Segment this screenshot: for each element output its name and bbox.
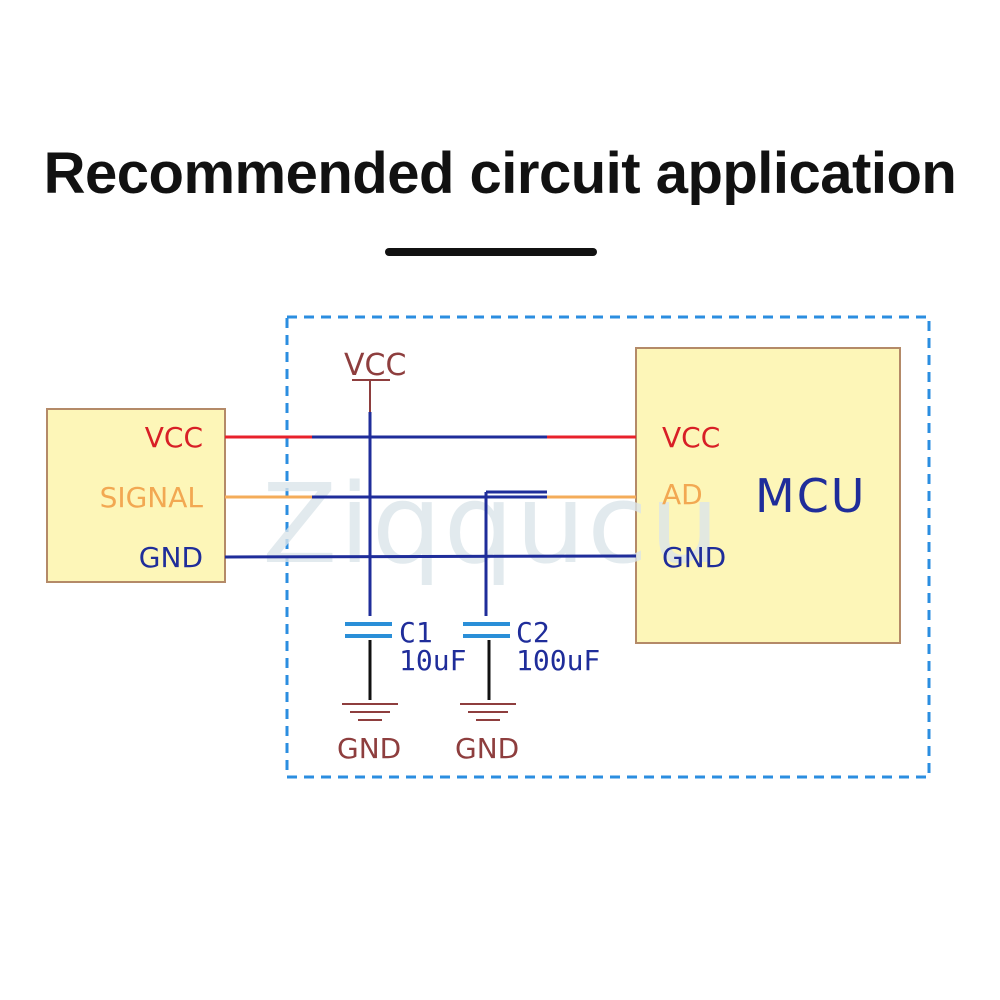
- mcu-pin-vcc: VCC: [662, 421, 720, 454]
- ground-symbol-1: [342, 703, 398, 721]
- vcc-symbol-label: VCC: [344, 348, 406, 383]
- watermark-text: Ziqqucu: [262, 460, 721, 588]
- sensor-module: [46, 408, 226, 583]
- c2-value-label: 100uF: [516, 644, 600, 677]
- gnd-wire: [224, 554, 637, 559]
- ground-label-1: GND: [337, 732, 401, 765]
- c1-ref-label: C1: [399, 616, 433, 649]
- c2-ref-label: C2: [516, 616, 550, 649]
- sensor-pin-vcc: VCC: [145, 421, 203, 454]
- dashed-frame: [285, 315, 931, 779]
- mcu-pin-gnd: GND: [662, 541, 726, 574]
- mcu-pin-ad: AD: [662, 478, 703, 511]
- sensor-pin-gnd: GND: [139, 541, 203, 574]
- mcu-name-label: MCU: [755, 469, 866, 523]
- sensor-pin-signal: SIGNAL: [100, 481, 204, 514]
- c1-value-label: 10uF: [399, 644, 466, 677]
- title-underline: [385, 248, 597, 256]
- page-title: Recommended circuit application: [43, 141, 957, 206]
- ground-symbol-2: [460, 703, 516, 721]
- mcu-block: [635, 347, 901, 644]
- ground-label-2: GND: [455, 732, 519, 765]
